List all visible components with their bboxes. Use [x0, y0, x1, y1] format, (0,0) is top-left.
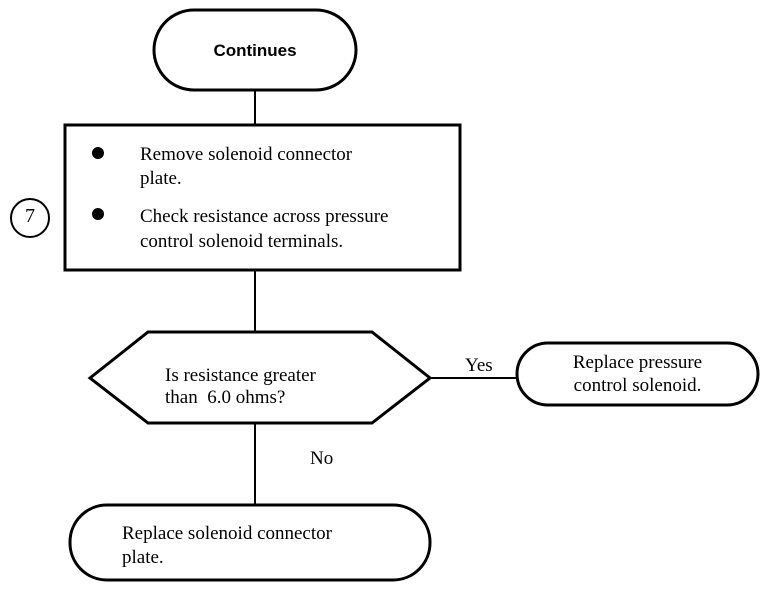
no-result-line-2: plate.: [122, 547, 164, 568]
yes-result-line-2: control solenoid.: [573, 375, 702, 396]
bullet-icon: [92, 147, 104, 159]
step-box-shape: [63, 123, 462, 272]
step-bullet-1-line-2: plate.: [140, 168, 182, 189]
step-bullet-2-line-1: Check resistance across pressure: [140, 206, 389, 227]
bullet-icon: [92, 208, 104, 220]
step-number-circle: [10, 198, 50, 238]
decision-line-2: than 6.0 ohms?: [165, 387, 286, 408]
step-bullet-1-line-1: Remove solenoid connector: [140, 144, 353, 165]
step-bullet-2-line-2: control solenoid terminals.: [140, 231, 344, 252]
yes-result-shape: [515, 341, 760, 407]
start-label: Continues: [213, 41, 297, 60]
yes-result-line-1: Replace pressure: [572, 352, 703, 373]
no-result-line-1: Replace solenoid connector: [122, 523, 332, 544]
no-result-shape: [68, 503, 432, 582]
step-number: 7: [25, 205, 35, 227]
no-label: No: [310, 448, 334, 469]
yes-label: Yes: [465, 355, 493, 376]
decision-line-1: Is resistance greater: [165, 365, 316, 386]
